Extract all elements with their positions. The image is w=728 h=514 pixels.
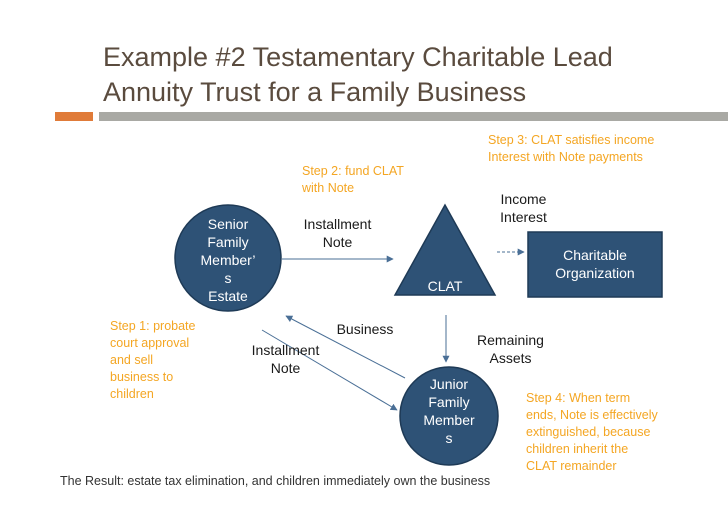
step-3-note: Step 3: CLAT satisfies income Interest w…: [488, 133, 655, 164]
title-divider-bar: [99, 112, 728, 121]
arrow-business-to-junior: [261, 329, 398, 411]
clat-triangle-node: [393, 203, 497, 296]
junior-family-node: [399, 366, 499, 466]
slide-title: Example #2 Testamentary Charitable Lead …: [103, 40, 613, 110]
business-label: Business: [336, 321, 394, 337]
step-1-note: Step 1: probate court approval and sell …: [110, 319, 196, 401]
clat-label: CLAT: [427, 278, 463, 294]
installment-note-top-label: Installment Note: [303, 216, 372, 250]
charitable-organization-node: [527, 231, 663, 298]
remaining-assets-label: Remaining Assets: [477, 332, 544, 366]
arrow-note-to-senior: [285, 315, 406, 379]
step-2-note: Step 2: fund CLAT with Note: [302, 164, 404, 195]
senior-estate-label: Senior Family Member’ s Estate: [200, 216, 256, 304]
installment-note-bottom-label: Installment Note: [251, 342, 320, 376]
title-line-2: Annuity Trust for a Family Business: [103, 77, 527, 107]
result-statement: The Result: estate tax elimination, and …: [60, 474, 491, 488]
step-4-note: Step 4: When term ends, Note is effectiv…: [526, 391, 658, 473]
title-line-1: Example #2 Testamentary Charitable Lead: [103, 42, 613, 72]
junior-family-label: Junior Family Member s: [423, 376, 475, 446]
charitable-organization-label: Charitable Organization: [555, 247, 635, 281]
senior-estate-node: [174, 204, 282, 312]
income-interest-label: Income Interest: [500, 191, 547, 225]
title-accent-bar: [55, 112, 93, 121]
